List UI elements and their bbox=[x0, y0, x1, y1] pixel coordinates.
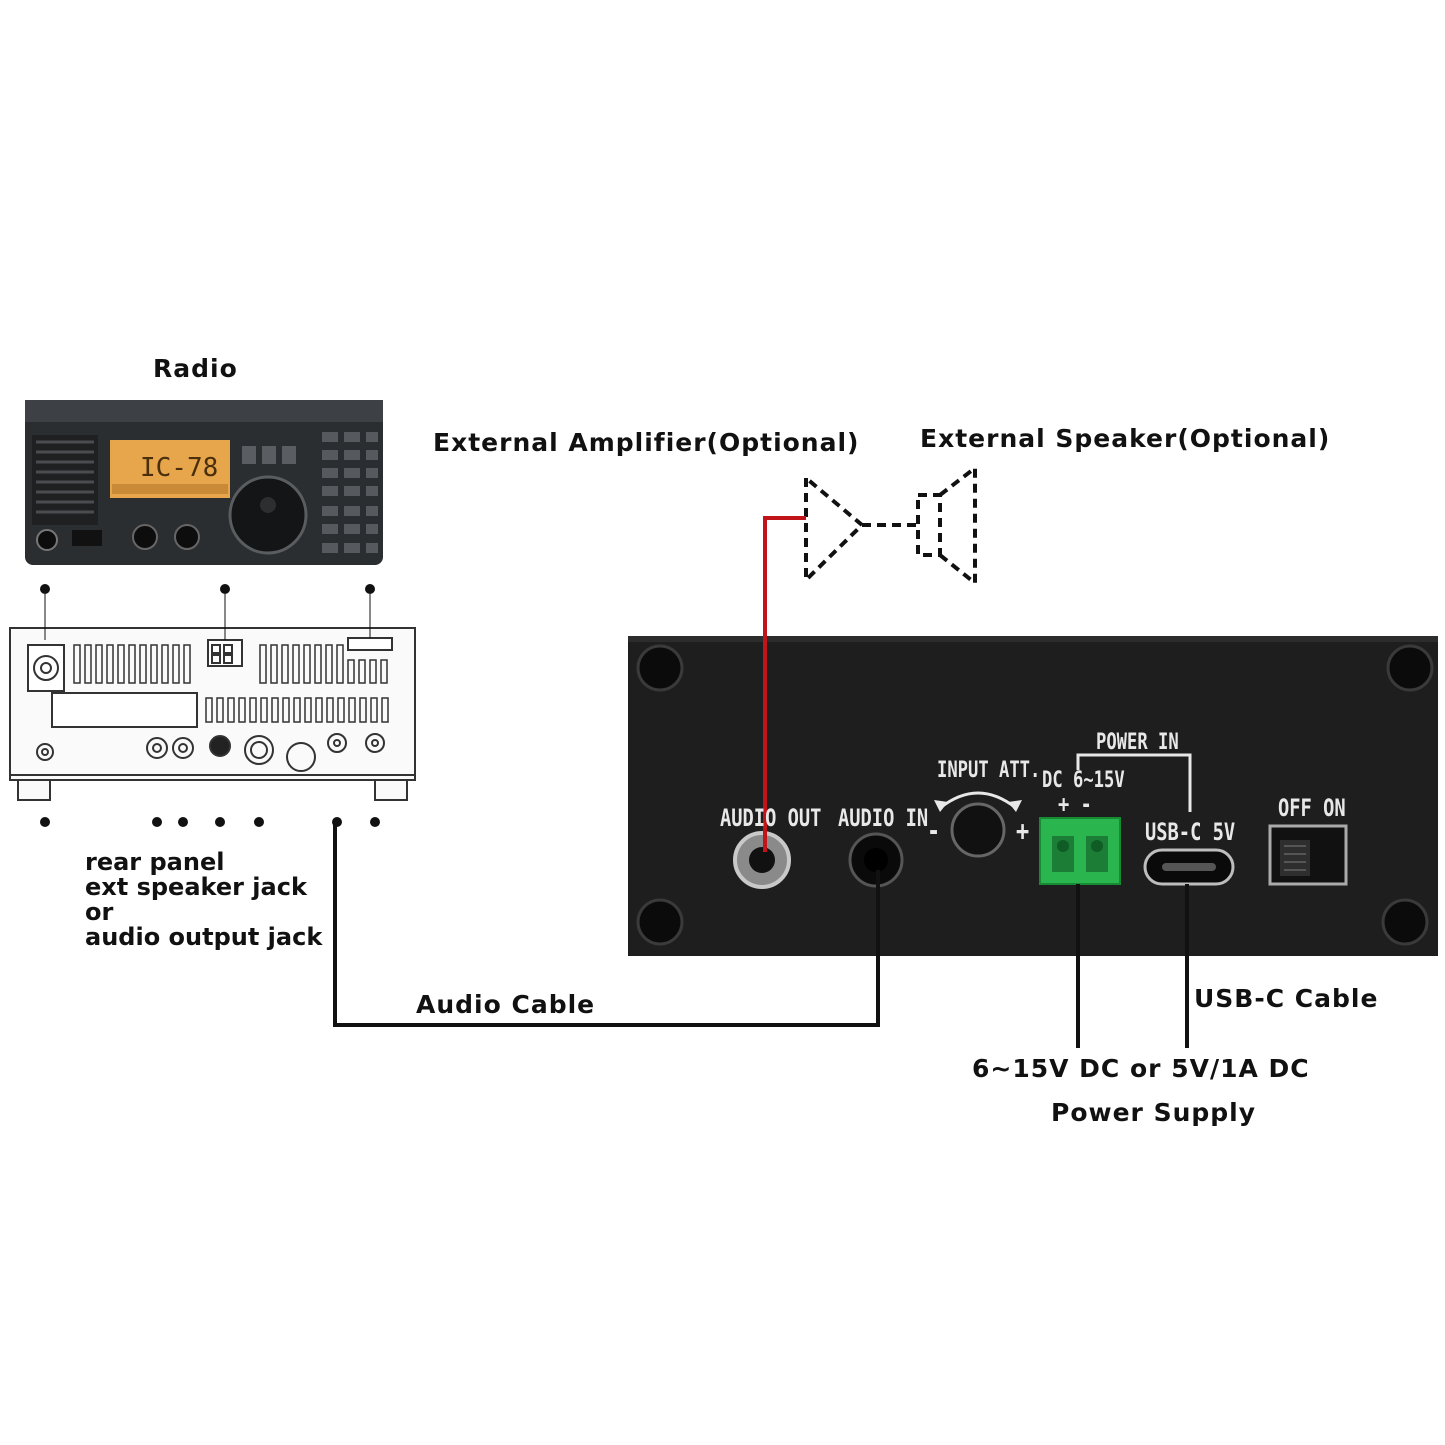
usbc-label: USB-C 5V bbox=[1145, 818, 1236, 846]
input-att-knob bbox=[950, 802, 1006, 858]
radio-knob bbox=[174, 524, 200, 550]
rear-panel-line-4: audio output jack bbox=[85, 923, 323, 951]
radio-knob bbox=[132, 524, 158, 550]
dc-polarity-label: + - bbox=[1058, 790, 1092, 818]
rear-panel-line-2: ext speaker jack bbox=[85, 873, 307, 901]
external-speaker-label: External Speaker(Optional) bbox=[920, 424, 1331, 453]
rear-panel-line-3: or bbox=[85, 898, 114, 926]
external-amplifier-icon bbox=[804, 473, 865, 585]
input-att-label: INPUT ATT. bbox=[937, 758, 1041, 783]
power-supply-line-2: Power Supply bbox=[1051, 1098, 1257, 1127]
external-speaker-icon bbox=[916, 463, 977, 588]
radio-tuning-dial bbox=[228, 475, 308, 555]
att-minus-label: - bbox=[927, 814, 941, 847]
audio-in-label: AUDIO IN bbox=[838, 804, 929, 832]
audio-out-label: AUDIO OUT bbox=[720, 804, 822, 832]
radio-title: Radio bbox=[153, 354, 238, 383]
radio-front-illustration bbox=[25, 400, 383, 565]
att-plus-label: + bbox=[1016, 814, 1030, 847]
amplifier-wire bbox=[763, 516, 806, 852]
radio-keypad bbox=[322, 432, 378, 553]
rear-panel-callouts bbox=[40, 584, 380, 827]
audio-cable bbox=[333, 820, 880, 1027]
radio-mic-jack bbox=[36, 529, 58, 551]
power-in-label: POWER IN bbox=[1096, 730, 1179, 755]
radio-speaker-grille bbox=[32, 435, 98, 525]
rear-panel-line-1: rear panel bbox=[85, 848, 225, 876]
external-amplifier-label: External Amplifier(Optional) bbox=[433, 428, 860, 457]
radio-rear-panel-illustration bbox=[9, 627, 416, 801]
usbc-cable-label: USB-C Cable bbox=[1194, 984, 1379, 1013]
radio-lcd-text: IC-78 bbox=[140, 453, 218, 483]
power-supply-line-1: 6~15V DC or 5V/1A DC bbox=[972, 1054, 1310, 1083]
audio-cable-label: Audio Cable bbox=[416, 990, 596, 1019]
panel-screw-icon bbox=[636, 644, 1434, 946]
switch-label: OFF ON bbox=[1278, 794, 1346, 822]
dc-range-label: DC 6~15V bbox=[1042, 768, 1125, 793]
